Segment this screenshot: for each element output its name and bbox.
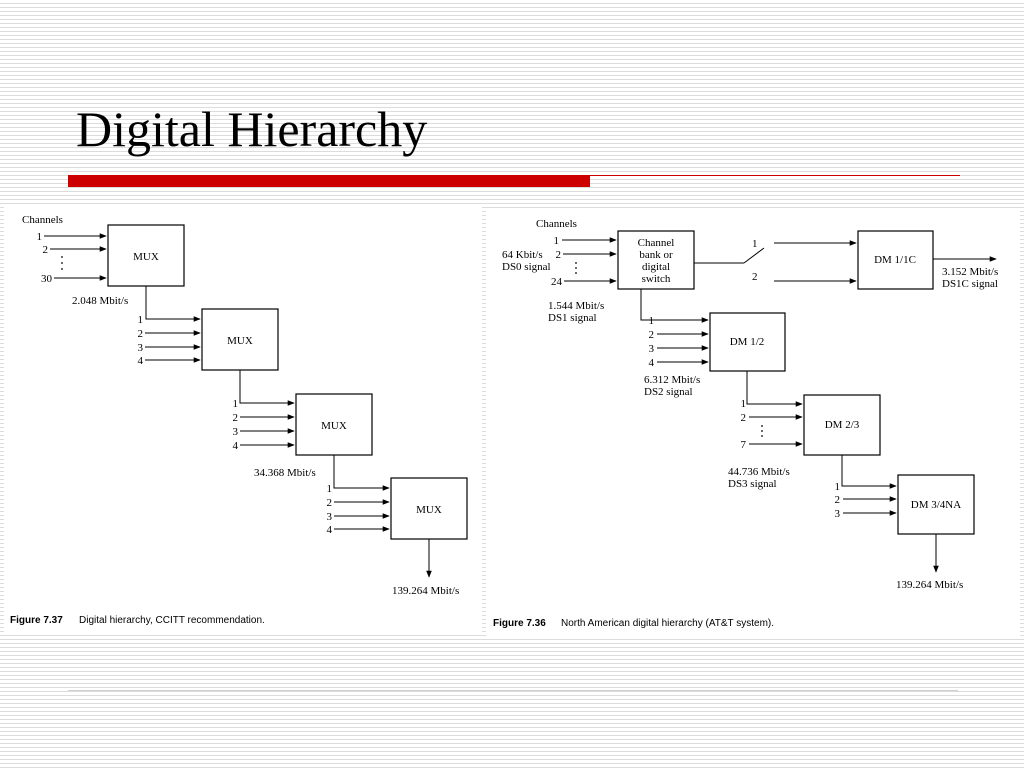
- dm-1-2-label: DM 1/2: [730, 336, 765, 348]
- ellipsis-dot: [761, 435, 763, 437]
- dm-2-3-to-dm-3-4na-link: [841, 455, 897, 489]
- stage3-input-label: 3: [233, 426, 239, 438]
- bank-input-label: 2: [556, 249, 562, 261]
- stage3-input-label: 2: [233, 412, 239, 424]
- mux-block-3-label: MUX: [321, 420, 347, 432]
- ccitt-hierarchy-figure: Channels 1 2 30 MUX 2.048 Mbit/s 1 2 3 4…: [4, 205, 482, 633]
- dm-1-2-input-label: 1: [649, 315, 655, 327]
- stage3-input-label: 4: [233, 440, 239, 452]
- channel-bank-block: [617, 230, 695, 290]
- stage1-to-stage2-link: [145, 286, 201, 322]
- stage4-input-label: 1: [327, 483, 333, 495]
- ds2-signal-name: DS2 signal: [644, 386, 693, 398]
- stage2-input-label: 4: [138, 355, 144, 367]
- stage2-to-stage3-link: [239, 370, 295, 406]
- mux-block-1: [107, 224, 185, 287]
- switch-output-label: 2: [752, 271, 758, 283]
- stage2-input-label: 2: [138, 328, 144, 340]
- ds3-signal-name: DS3 signal: [728, 478, 777, 490]
- channel-bank-label: bank or: [639, 249, 673, 261]
- stage4-input-label: 2: [327, 497, 333, 509]
- ellipsis-dot: [761, 425, 763, 427]
- dm-2-3-input-label: 1: [741, 398, 747, 410]
- footer-divider: [68, 690, 958, 691]
- ellipsis-dot: [761, 430, 763, 432]
- dm-1-1c-output-rate: 3.152 Mbit/s: [942, 266, 998, 278]
- dm-1-2-input-label: 3: [649, 343, 655, 355]
- stage3-input-label: 1: [233, 398, 239, 410]
- dm-2-3-block: [803, 394, 881, 456]
- north-american-hierarchy-diagram: Channels 64 Kbit/s DS0 signal 1 2 24 Cha…: [493, 218, 998, 629]
- stage3-output-rate: 34.368 Mbit/s: [254, 467, 316, 479]
- dm-2-3-input-label: 2: [741, 412, 747, 424]
- title-underline-red: [68, 175, 590, 187]
- dm-3-4na-label: DM 3/4NA: [911, 499, 961, 511]
- ellipsis-dot: [61, 256, 63, 258]
- ellipsis-dot: [61, 262, 63, 264]
- stage2-input-label: 1: [138, 314, 144, 326]
- bank-to-dm-1-2-link: [640, 289, 709, 323]
- ellipsis-dot: [575, 267, 577, 269]
- final-output-rate: 139.264 Mbit/s: [896, 579, 963, 591]
- mux-block-1-label: MUX: [133, 251, 159, 263]
- stage1-output-rate: 2.048 Mbit/s: [72, 295, 128, 307]
- channels-label: Channels: [536, 218, 577, 230]
- figure-caption: Digital hierarchy, CCITT recommendation.: [79, 615, 265, 626]
- dm-3-4na-input-label: 3: [835, 508, 841, 520]
- channel-bank-label: switch: [642, 273, 671, 285]
- bank-input-label: 24: [551, 276, 563, 288]
- dm-3-4na-input-label: 1: [835, 481, 841, 493]
- ellipsis-dot: [61, 268, 63, 270]
- ds0-rate: 64 Kbit/s: [502, 249, 543, 261]
- final-output-rate: 139.264 Mbit/s: [392, 585, 459, 597]
- mux-block-4-label: MUX: [416, 504, 442, 516]
- dm-2-3-input-label: 7: [741, 439, 747, 451]
- slide-title: Digital Hierarchy: [76, 101, 428, 157]
- title-underline-thin: [590, 175, 960, 176]
- stage1-input-label: 30: [41, 273, 53, 285]
- stage4-input-label: 4: [327, 524, 333, 536]
- stage4-input-label: 3: [327, 511, 333, 523]
- dm-3-4na-input-label: 2: [835, 494, 841, 506]
- channel-bank-label: Channel: [638, 237, 675, 249]
- dm-2-3-label: DM 2/3: [825, 419, 860, 431]
- dm-1-2-to-dm-2-3-link: [746, 371, 803, 407]
- ellipsis-dot: [575, 272, 577, 274]
- figure-number: Figure 7.37: [10, 615, 63, 626]
- stage1-input-label: 2: [43, 244, 49, 256]
- dm-1-1c-block: [857, 230, 934, 290]
- dm-1-1c-label: DM 1/1C: [874, 254, 916, 266]
- dm-1-2-input-label: 4: [649, 357, 655, 369]
- switch-blade: [743, 247, 765, 264]
- channel-bank-label: digital: [642, 261, 670, 273]
- stage1-input-label: 1: [37, 231, 43, 243]
- ellipsis-dot: [575, 262, 577, 264]
- stage3-to-stage4-link: [333, 455, 390, 491]
- north-american-hierarchy-figure: Channels 64 Kbit/s DS0 signal 1 2 24 Cha…: [486, 208, 1020, 638]
- figure-number: Figure 7.36: [493, 618, 546, 629]
- ds3-rate: 44.736 Mbit/s: [728, 466, 790, 478]
- figure-caption: North American digital hierarchy (AT&T s…: [561, 618, 774, 629]
- ccitt-hierarchy-diagram: Channels 1 2 30 MUX 2.048 Mbit/s 1 2 3 4…: [10, 214, 468, 626]
- mux-block-4: [390, 477, 468, 540]
- ds1-signal-name: DS1 signal: [548, 312, 597, 324]
- dm-1-1c-output-name: DS1C signal: [942, 278, 998, 290]
- dm-3-4na-block: [897, 474, 975, 535]
- switch-output-label: 1: [752, 238, 758, 250]
- channels-label: Channels: [22, 214, 63, 226]
- dm-1-2-input-label: 2: [649, 329, 655, 341]
- mux-block-2-label: MUX: [227, 335, 253, 347]
- mux-block-2: [201, 308, 279, 371]
- ds0-signal-name: DS0 signal: [502, 261, 551, 273]
- ds1-rate: 1.544 Mbit/s: [548, 300, 604, 312]
- dm-1-2-block: [709, 312, 786, 372]
- ds2-rate: 6.312 Mbit/s: [644, 374, 700, 386]
- stage2-input-label: 3: [138, 342, 144, 354]
- bank-input-label: 1: [554, 235, 560, 247]
